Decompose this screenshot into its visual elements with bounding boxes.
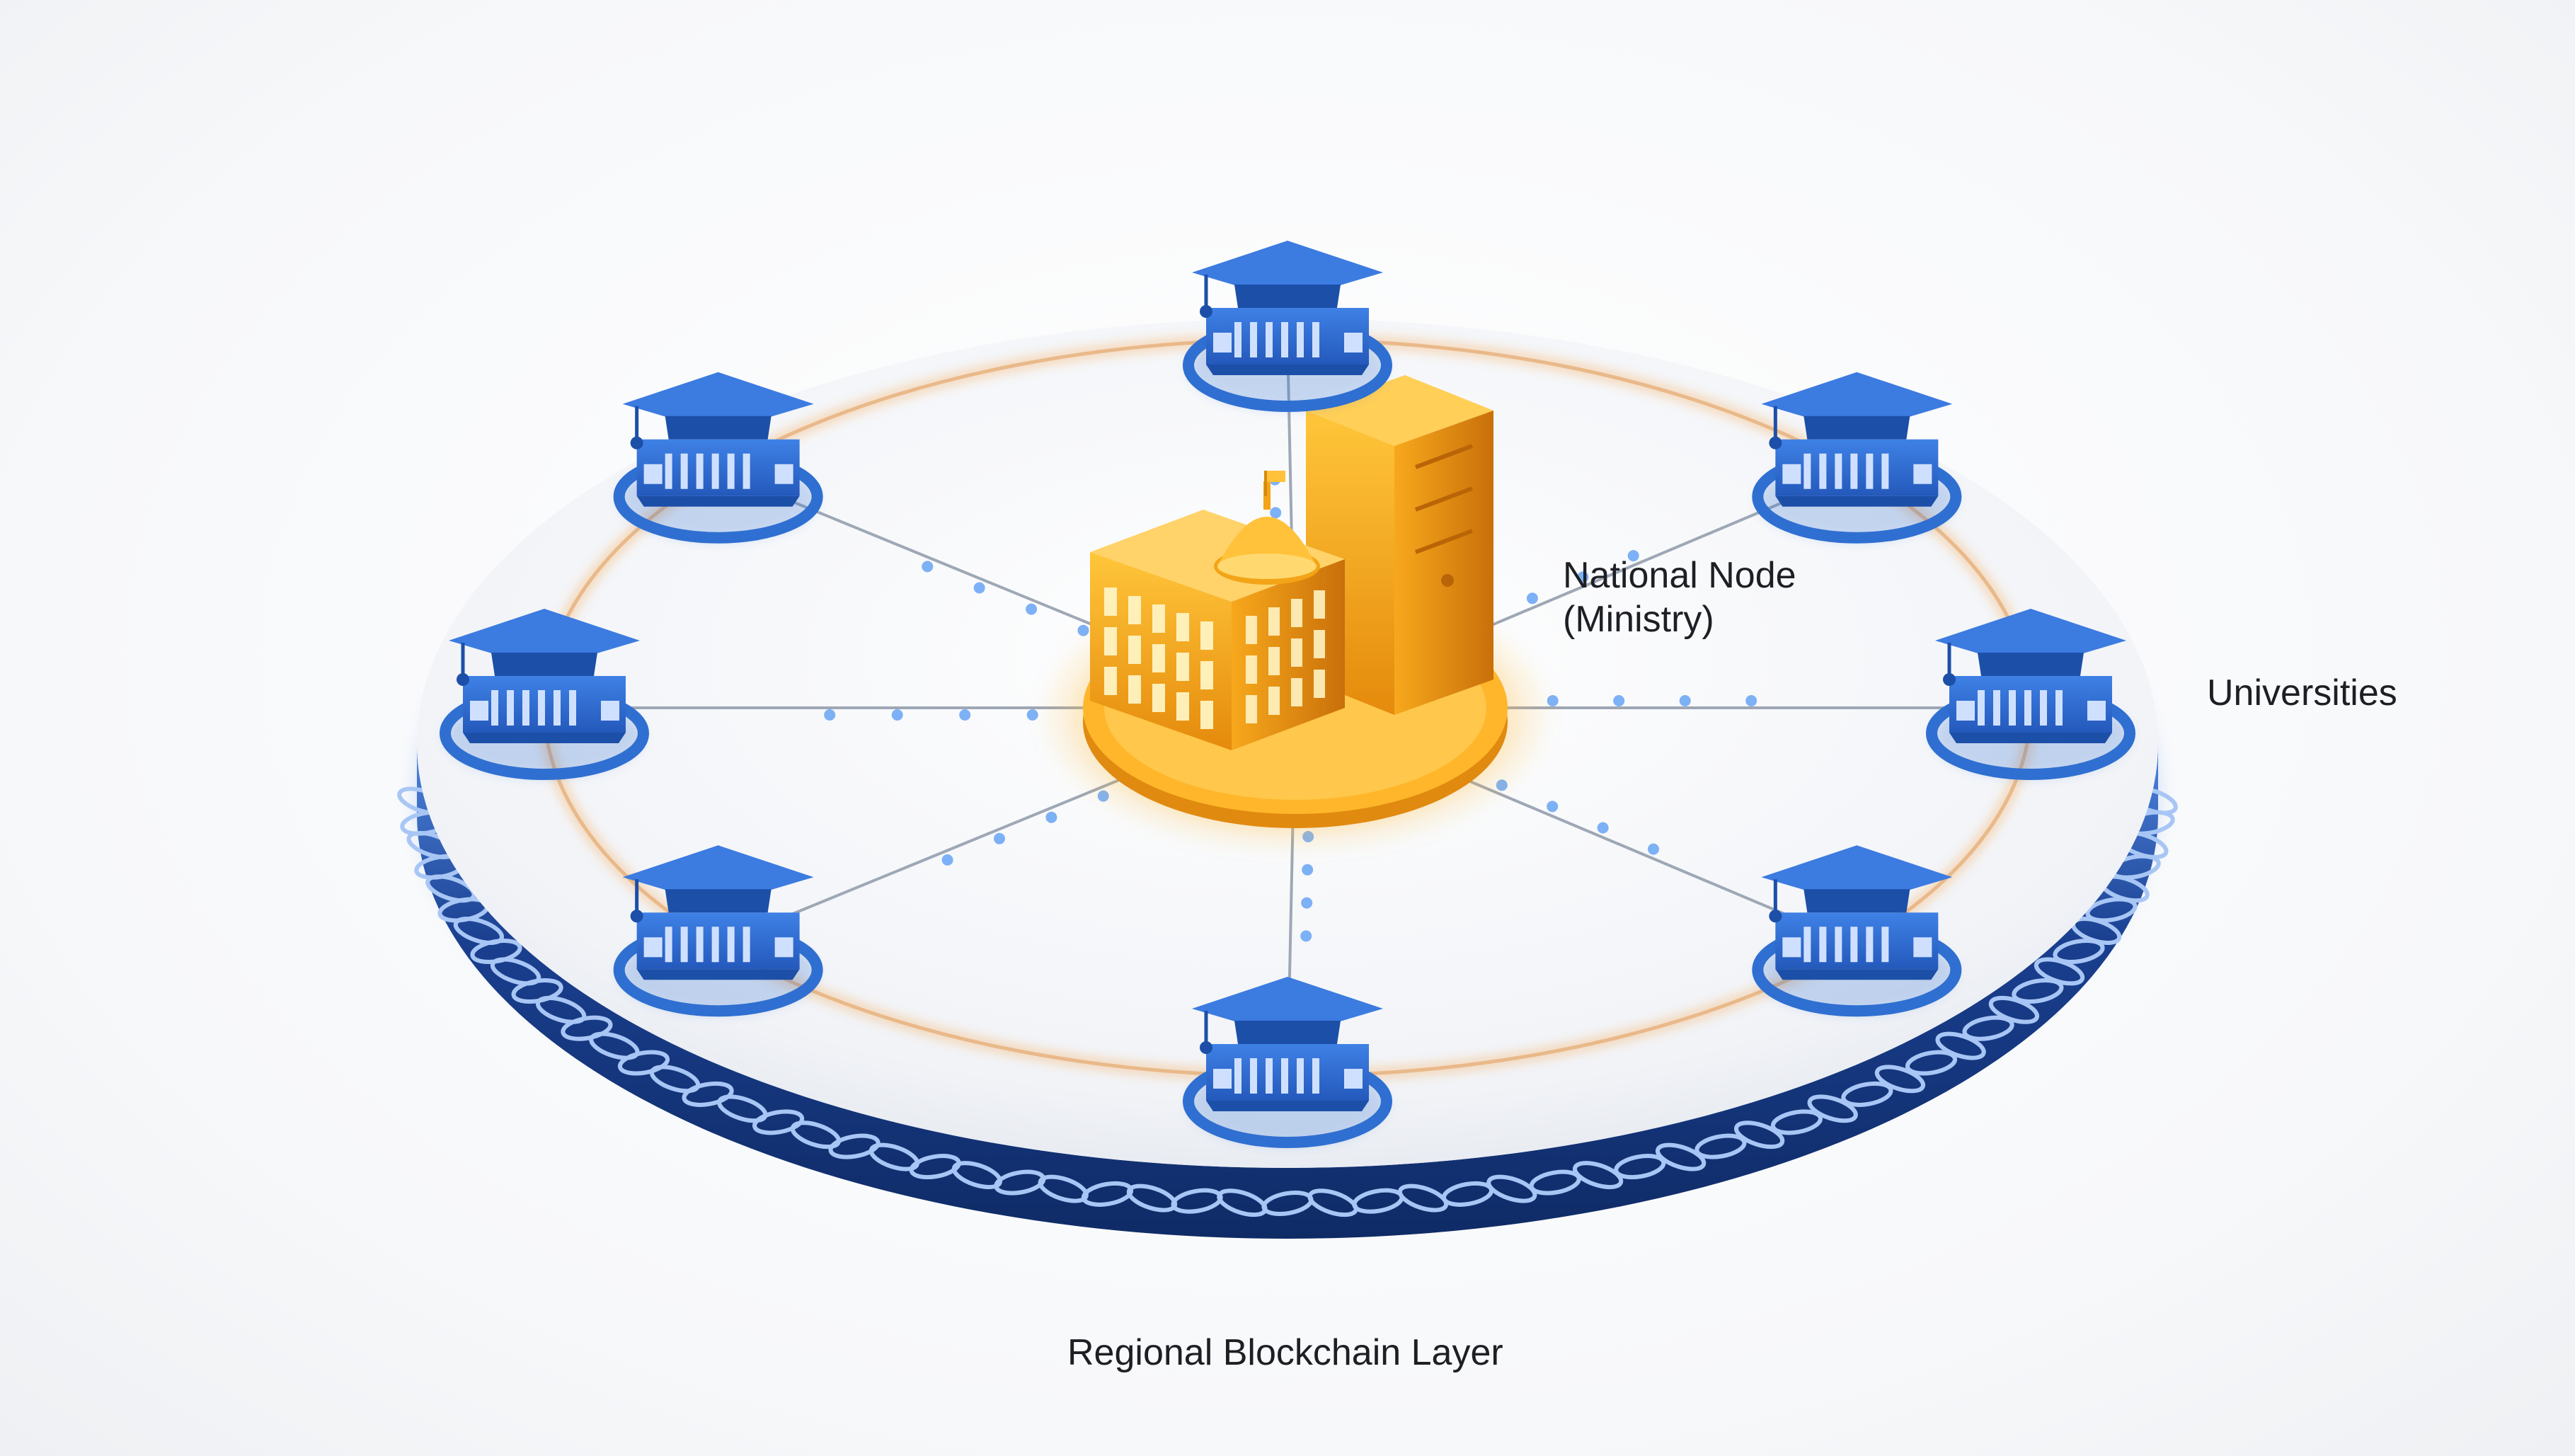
data-dot xyxy=(1648,843,1659,855)
blockchain-band xyxy=(417,743,2158,1239)
data-packet-dots xyxy=(824,474,1757,942)
chain-link xyxy=(453,917,505,945)
chain-link xyxy=(682,1081,734,1107)
chain-link xyxy=(1874,1065,1926,1094)
data-dot xyxy=(1526,592,1538,604)
chain-link xyxy=(561,1015,613,1041)
chain-link xyxy=(1841,1081,1893,1107)
data-dot xyxy=(1026,709,1038,721)
graduation-cap-building-icon xyxy=(1192,241,1383,375)
graduation-cap-building-icon xyxy=(449,609,640,743)
chain-link xyxy=(617,1050,670,1076)
data-dot xyxy=(824,709,836,721)
chain-link xyxy=(1905,1050,1958,1076)
chain-link xyxy=(1572,1161,1624,1190)
chain-link xyxy=(1807,1094,1858,1123)
data-dot xyxy=(1745,695,1757,706)
data-dot xyxy=(1627,550,1639,562)
server-tower-icon xyxy=(1306,375,1493,715)
university-top[interactable] xyxy=(1183,241,1392,412)
data-dot xyxy=(941,854,953,866)
national-node[interactable] xyxy=(1040,375,1550,849)
data-dot xyxy=(1679,695,1691,706)
regional-layer-label: Regional Blockchain Layer xyxy=(1067,1332,1503,1373)
university-nodes xyxy=(440,241,2135,1148)
chain-link xyxy=(425,874,476,903)
data-dot xyxy=(1613,695,1625,706)
chain-link xyxy=(1733,1120,1785,1150)
university-top-right[interactable] xyxy=(1752,372,1962,544)
data-dot xyxy=(1026,603,1038,615)
chain-link xyxy=(1770,1109,1823,1135)
chain-link xyxy=(1694,1133,1747,1159)
government-building-icon xyxy=(1090,471,1345,750)
chain-link xyxy=(1397,1183,1449,1213)
graduation-cap-building-icon xyxy=(1935,609,2126,743)
building-windows xyxy=(1104,587,1325,729)
chain-link xyxy=(2012,978,2064,1004)
university-bottom[interactable] xyxy=(1183,977,1392,1148)
data-dot xyxy=(1045,811,1057,823)
chain-link xyxy=(2085,897,2138,923)
data-dot xyxy=(959,709,971,721)
data-dot xyxy=(922,561,934,573)
data-dot xyxy=(1270,507,1282,519)
graduation-cap-building-icon xyxy=(1761,845,1953,980)
university-left[interactable] xyxy=(440,609,649,780)
university-bottom-left[interactable] xyxy=(613,845,823,1017)
data-dot xyxy=(1302,864,1314,876)
universities-label: Universities xyxy=(2207,672,2397,713)
data-dot xyxy=(1077,624,1089,636)
data-dot xyxy=(994,832,1005,844)
university-top-left[interactable] xyxy=(613,372,823,544)
national-node-label-line2: (Ministry) xyxy=(1563,599,1714,640)
graduation-cap-building-icon xyxy=(1192,977,1383,1111)
data-dot xyxy=(1597,822,1609,834)
chain-link xyxy=(752,1109,805,1135)
chain-link xyxy=(1935,1031,1986,1060)
graduation-cap-building-icon xyxy=(622,845,814,980)
chain-link xyxy=(828,1133,881,1159)
university-right[interactable] xyxy=(1926,609,2135,780)
data-dot xyxy=(973,582,985,594)
national-node-label-line1: National Node xyxy=(1563,555,1796,596)
chain-link xyxy=(1486,1174,1537,1203)
data-dot xyxy=(1300,930,1312,942)
data-dot xyxy=(1547,695,1559,706)
chain-link xyxy=(1614,1154,1666,1180)
data-dot xyxy=(1547,801,1559,813)
chain-link xyxy=(2053,939,2105,964)
graduation-cap-building-icon xyxy=(1761,372,1953,507)
graduation-cap-building-icon xyxy=(622,372,814,507)
university-bottom-right[interactable] xyxy=(1752,845,1962,1017)
chain-link xyxy=(1655,1142,1707,1171)
chain-link xyxy=(1962,1015,2014,1041)
data-dot xyxy=(1577,571,1589,583)
data-dot xyxy=(1301,897,1313,909)
data-dot xyxy=(891,709,903,721)
national-node-label: National Node (Ministry) xyxy=(1563,554,1796,641)
chain-link xyxy=(1038,1174,1089,1203)
